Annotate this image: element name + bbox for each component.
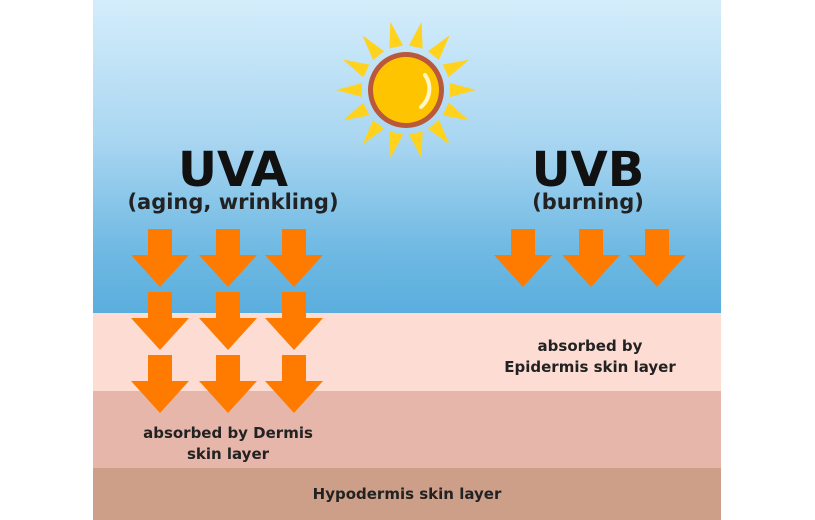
uva-arrow-down-icon <box>131 292 189 350</box>
uvb-title: UVB <box>531 142 645 198</box>
uva-absorbed-label: absorbed by Dermis skin layer <box>143 424 313 463</box>
uvb-arrow-down-icon <box>562 229 620 287</box>
uva-arrow-down-icon <box>131 229 189 287</box>
sun-icon <box>336 21 476 159</box>
sun-ray <box>442 59 470 78</box>
sun-rays <box>336 21 476 159</box>
sun-ray <box>362 35 385 60</box>
uvb-absorbed-label: absorbed by Epidermis skin layer <box>504 337 676 376</box>
uvb-arrow-down-icon <box>494 229 552 287</box>
sun-ray <box>427 35 450 60</box>
uv-skin-diagram: UVA (aging, wrinkling) UVB (burning) abs… <box>93 0 721 520</box>
sun-ray <box>362 120 385 145</box>
uva-arrow-down-icon <box>199 355 257 413</box>
sun-ray <box>342 102 370 121</box>
uva-arrow-down-icon <box>265 292 323 350</box>
dermis-layer <box>93 391 721 468</box>
uva-title: UVA <box>177 142 288 198</box>
epidermis-layer <box>93 313 721 391</box>
uva-subtitle: (aging, wrinkling) <box>127 190 339 214</box>
uva-arrow-down-icon <box>199 229 257 287</box>
sun-ray <box>389 131 404 159</box>
sun-ray <box>336 83 362 97</box>
sun-ray <box>389 21 404 49</box>
sun-highlight <box>419 73 432 109</box>
uva-arrow-down-icon <box>265 355 323 413</box>
uvb-arrow-down-icon <box>628 229 686 287</box>
sun-ray <box>342 59 370 78</box>
sun-ray <box>427 120 450 145</box>
uva-arrow-down-icon <box>265 229 323 287</box>
sun-ray <box>442 102 470 121</box>
uva-arrow-down-icon <box>131 355 189 413</box>
uvb-subtitle: (burning) <box>532 190 644 214</box>
hypodermis-layer <box>93 468 721 520</box>
hypodermis-label: Hypodermis skin layer <box>312 485 502 503</box>
sun-ray <box>450 83 476 97</box>
sun-ray <box>408 21 423 49</box>
uva-arrow-down-icon <box>199 292 257 350</box>
sun-ray <box>408 131 423 159</box>
